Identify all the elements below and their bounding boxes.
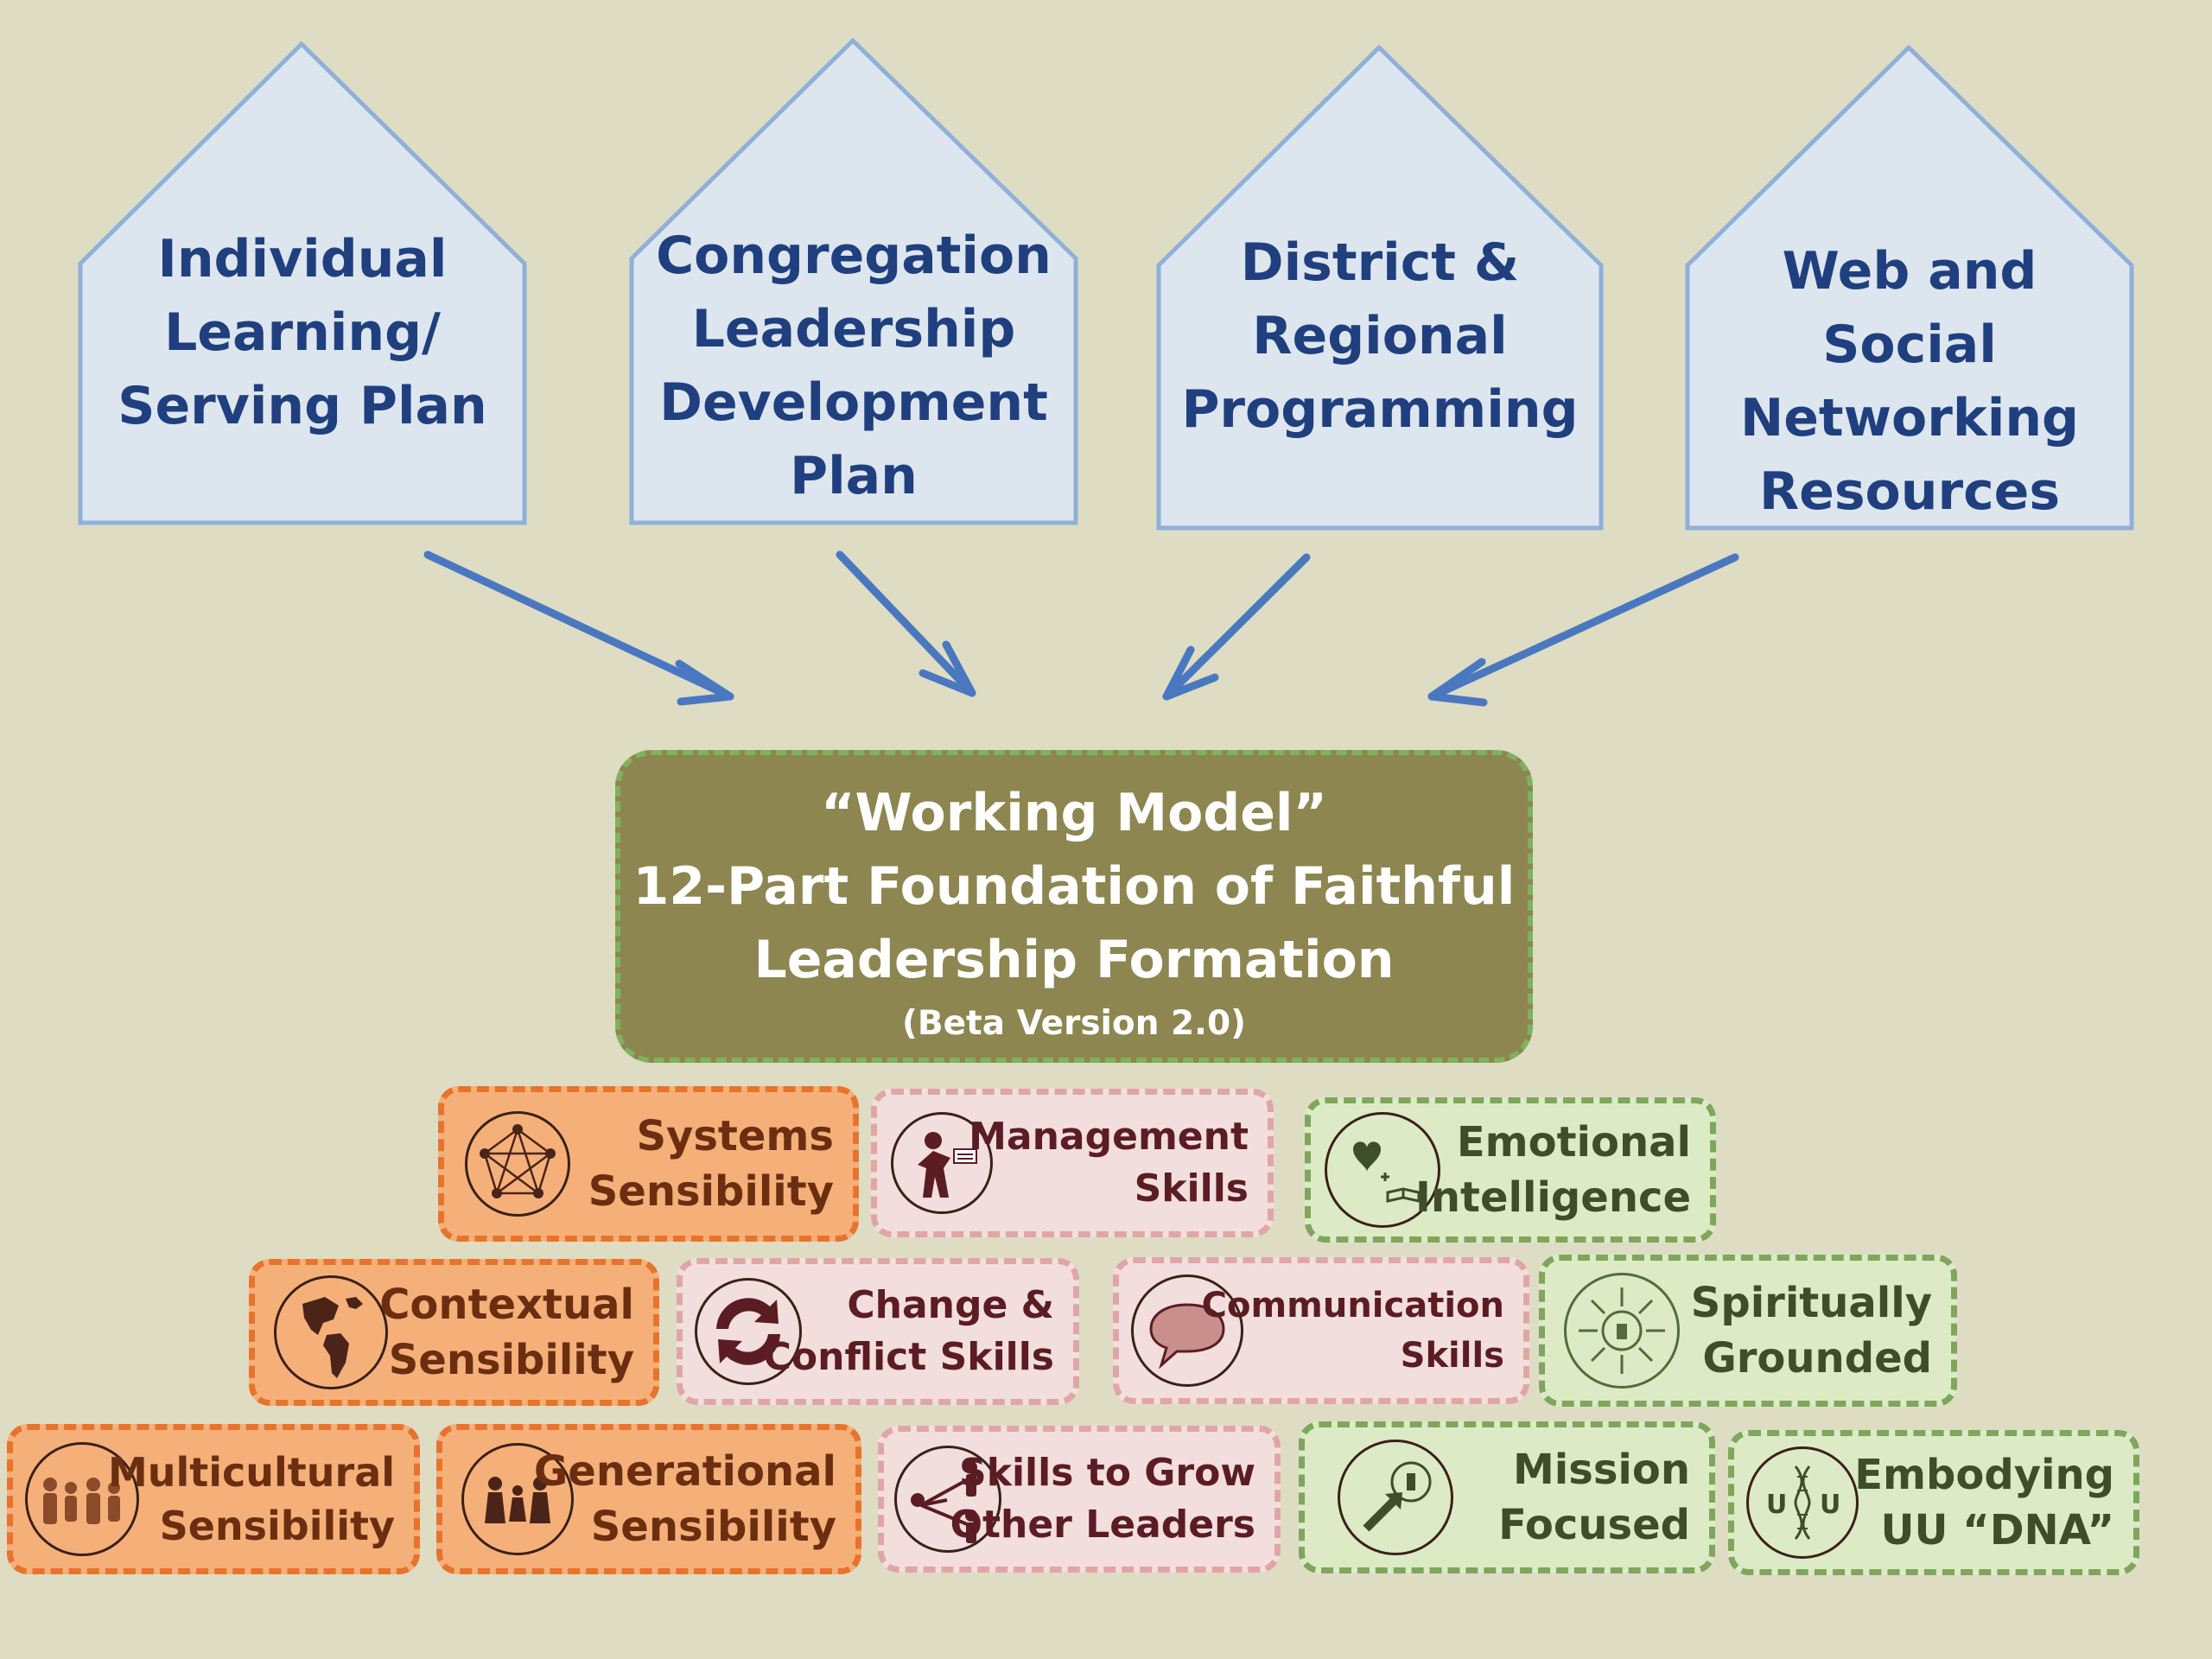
- house-congregation-plan: Congregation Leadership Development Plan: [629, 38, 1078, 525]
- three-generations-icon: [461, 1443, 574, 1555]
- tile-label: Spiritually Grounded: [1691, 1275, 1932, 1386]
- arrow-4-icon: [1427, 553, 1739, 707]
- tile-embodying-uu-dna: U U Embodying UU “DNA”: [1728, 1430, 2139, 1575]
- sun-chalice-icon: [1564, 1273, 1680, 1389]
- house-line: Learning/: [164, 302, 441, 363]
- house-shape: [1156, 45, 1604, 531]
- house-shape: [1685, 45, 2134, 531]
- tile-management-skills: Management Skills: [871, 1089, 1274, 1237]
- house-line: Leadership: [691, 299, 1016, 359]
- house-district-programming: District & Regional Programming: [1156, 45, 1604, 531]
- tile-contextual-sensibility: Contextual Sensibility: [249, 1259, 659, 1406]
- house-label: Web and Social Networking Resources: [1685, 235, 2134, 529]
- tile-label: Communication Skills: [1202, 1281, 1504, 1381]
- house-label: District & Regional Programming: [1156, 226, 1604, 447]
- arrow-3-icon: [1162, 553, 1311, 701]
- tile-line: Systems: [636, 1112, 834, 1160]
- tile-line: Conflict Skills: [763, 1335, 1054, 1379]
- tile-line: Skills to Grow: [959, 1451, 1255, 1495]
- tile-multicultural-sensibility: Multicultural Sensibility: [7, 1424, 420, 1574]
- center-subtitle-2: Leadership Formation: [753, 930, 1395, 990]
- svg-text:U: U: [1766, 1490, 1787, 1520]
- tile-label: Systems Sensibility: [588, 1109, 834, 1219]
- tile-line: Intelligence: [1415, 1173, 1691, 1222]
- working-model-box: “Working Model” 12-Part Foundation of Fa…: [615, 750, 1533, 1063]
- tile-label: Management Skills: [969, 1111, 1249, 1215]
- tile-line: Focused: [1498, 1501, 1690, 1549]
- tile-change-conflict-skills: Change & Conflict Skills: [677, 1258, 1079, 1405]
- house-line: Programming: [1181, 379, 1579, 440]
- arrow-2-icon: [836, 550, 976, 697]
- tile-line: Grounded: [1702, 1334, 1932, 1382]
- svg-text:U: U: [1820, 1490, 1840, 1520]
- tile-label: Mission Focused: [1498, 1442, 1690, 1553]
- house-line: Serving Plan: [118, 376, 487, 436]
- house-line: Development: [659, 372, 1048, 433]
- tile-line: Management: [969, 1115, 1249, 1159]
- tile-label: Multicultural Sensibility: [108, 1446, 395, 1553]
- leader-network-icon: [894, 1446, 1001, 1553]
- tile-label: Change & Conflict Skills: [764, 1280, 1054, 1383]
- house-label: Individual Learning/ Serving Plan: [78, 223, 527, 443]
- tile-skills-grow-leaders: Skills to Grow Other Leaders: [878, 1426, 1281, 1573]
- person-presenting-icon: [891, 1112, 993, 1214]
- tile-line: Embodying: [1854, 1451, 2114, 1499]
- tile-line: Communication: [1201, 1286, 1504, 1325]
- family-figures-icon: [25, 1442, 139, 1556]
- tile-line: Other Leaders: [950, 1503, 1255, 1547]
- tile-line: Sensibility: [388, 1336, 634, 1384]
- tile-communication-skills: Communication Skills: [1113, 1257, 1529, 1404]
- house-line: Congregation: [656, 226, 1052, 286]
- tile-line: Contextual: [379, 1281, 634, 1329]
- tile-line: Emotional: [1456, 1118, 1691, 1166]
- tile-spiritually-grounded: Spiritually Grounded: [1539, 1255, 1957, 1407]
- tile-line: Mission: [1513, 1446, 1690, 1494]
- arrow-to-chalice-icon: [1338, 1440, 1453, 1555]
- tile-line: Sensibility: [590, 1503, 836, 1551]
- tile-line: Multicultural: [107, 1449, 395, 1496]
- tile-label: Embodying UU “DNA”: [1854, 1447, 2114, 1558]
- tile-emotional-intelligence: Emotional Intelligence: [1305, 1097, 1716, 1243]
- house-line: Plan: [790, 446, 918, 506]
- tile-systems-sensibility: Systems Sensibility: [438, 1086, 859, 1242]
- house-web-resources: Web and Social Networking Resources: [1685, 45, 2134, 531]
- house-shape: [629, 38, 1078, 525]
- tile-line: Generational: [533, 1447, 836, 1496]
- center-title: “Working Model”: [821, 783, 1327, 843]
- tile-line: Skills: [1134, 1166, 1249, 1211]
- house-label: Congregation Leadership Development Plan: [629, 219, 1078, 513]
- house-line: Social: [1822, 315, 1997, 375]
- tile-label: Emotional Intelligence: [1415, 1115, 1691, 1225]
- tile-line: Sensibility: [159, 1503, 395, 1549]
- speech-bubble-icon: [1131, 1274, 1243, 1387]
- tile-line: Sensibility: [588, 1167, 834, 1216]
- tile-label: Skills to Grow Other Leaders: [950, 1447, 1255, 1551]
- house-line: Individual: [157, 229, 448, 289]
- tile-mission-focused: Mission Focused: [1299, 1421, 1715, 1573]
- house-shape: [78, 41, 527, 525]
- globe-americas-icon: [274, 1275, 388, 1389]
- cycle-arrows-icon: [695, 1278, 802, 1385]
- house-individual-plan: Individual Learning/ Serving Plan: [78, 41, 527, 525]
- center-subtitle-1: 12-Part Foundation of Faithful: [632, 856, 1516, 917]
- arrow-1-icon: [423, 550, 734, 706]
- house-line: Web and: [1782, 241, 2037, 302]
- tile-line: Skills: [1400, 1336, 1504, 1376]
- house-line: Resources: [1758, 461, 2061, 522]
- heart-plus-book-icon: [1325, 1112, 1440, 1228]
- tile-line: Spiritually: [1690, 1279, 1932, 1327]
- tile-generational-sensibility: Generational Sensibility: [436, 1424, 861, 1574]
- house-line: Regional: [1252, 306, 1508, 366]
- tile-label: Generational Sensibility: [534, 1444, 836, 1554]
- house-line: District &: [1240, 232, 1520, 293]
- center-version: (Beta Version 2.0): [902, 1004, 1246, 1043]
- tile-label: Contextual Sensibility: [379, 1277, 634, 1388]
- tile-line: Change &: [847, 1283, 1054, 1327]
- uu-dna-icon: U U: [1746, 1446, 1859, 1559]
- network-pentagram-icon: [465, 1111, 570, 1217]
- tile-line: UU “DNA”: [1880, 1506, 2114, 1554]
- house-line: Networking: [1740, 388, 2079, 448]
